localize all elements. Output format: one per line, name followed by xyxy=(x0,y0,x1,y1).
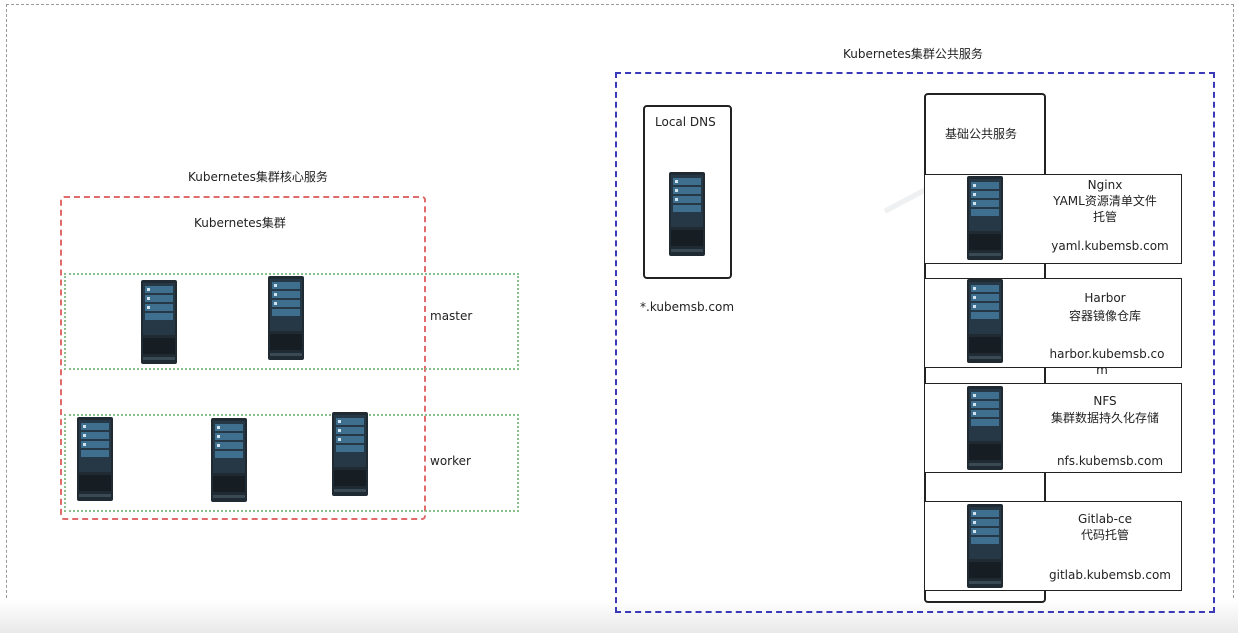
service-domain: gitlab.kubemsb.com xyxy=(1049,568,1171,582)
server-icon xyxy=(967,386,1003,470)
service-name: NFS xyxy=(1093,394,1117,408)
public-services-box xyxy=(615,72,1215,613)
service-desc: 代码托管 xyxy=(1080,528,1129,542)
service-desc-line2: 托管 xyxy=(1092,210,1117,224)
server-icon xyxy=(967,504,1003,588)
base-services-title: 基础公共服务 xyxy=(945,127,1018,141)
server-icon xyxy=(332,412,368,496)
service-domain: harbor.kubemsb.co xyxy=(1049,347,1165,361)
core-services-title: Kubernetes集群核心服务 xyxy=(188,170,328,184)
dns-title: Local DNS xyxy=(655,115,716,129)
service-domain: yaml.kubemsb.com xyxy=(1051,239,1169,253)
service-desc: 容器镜像仓库 xyxy=(1068,309,1141,323)
server-icon xyxy=(77,417,113,501)
core-services-box xyxy=(60,196,426,520)
master-row xyxy=(64,273,519,370)
dns-domain: *.kubemsb.com xyxy=(640,300,735,314)
server-icon xyxy=(669,172,705,256)
public-services-title: Kubernetes集群公共服务 xyxy=(843,47,983,61)
service-domain: nfs.kubemsb.com xyxy=(1056,454,1164,468)
service-desc: 集群数据持久化存储 xyxy=(1050,411,1159,425)
service-name: Harbor xyxy=(1084,291,1126,305)
master-label: master xyxy=(430,309,473,323)
cluster-label: Kubernetes集群 xyxy=(194,216,286,230)
bottom-shade xyxy=(0,600,1238,633)
service-desc: YAML资源清单文件 xyxy=(1053,194,1157,208)
server-icon xyxy=(141,280,177,364)
server-icon xyxy=(268,276,304,360)
service-name: Gitlab-ce xyxy=(1078,512,1132,526)
server-icon xyxy=(967,279,1003,363)
worker-row xyxy=(64,414,519,512)
server-icon xyxy=(967,176,1003,260)
server-icon xyxy=(211,418,247,502)
worker-label: worker xyxy=(430,454,471,468)
service-name: Nginx xyxy=(1087,178,1123,192)
service-domain-wrap: m xyxy=(1096,363,1108,377)
